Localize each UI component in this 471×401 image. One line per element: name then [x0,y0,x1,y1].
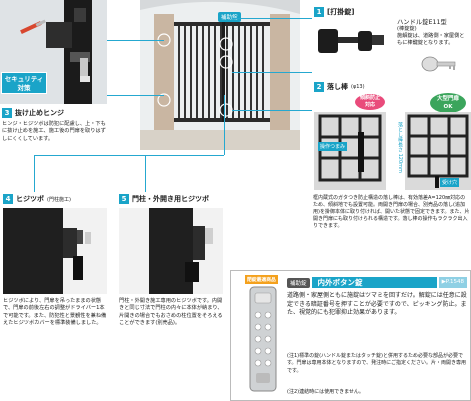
badge-anti-tilt-line1: 傾斜防止 [359,95,380,101]
hinge-pocket-illustration [3,208,107,294]
push-button-panel: 閉錠最適商品 補助錠 内外ボタン錠 ▶P.1548 道路側・家屋側ともに施錠はツ… [230,270,471,401]
section1-lock-name: ハンドル錠E11型 [397,19,447,26]
section1-desc: 施解錠は、道路側・家屋側ともに棒鍵錠となります。 [397,33,465,47]
push-button-aux-label: 補助錠 [287,277,310,288]
push-button-header: 補助錠 内外ボタン錠 ▶P.1548 [287,277,467,288]
label-hole: 受け穴 [440,178,460,187]
section1-title: [打掛錠] [327,8,355,16]
section4-number: 4 [3,194,13,204]
security-badge: セキュリティ 対策 [1,72,47,94]
section2-title: 落し棒 [327,83,348,91]
section5-number: 5 [119,194,129,204]
push-button-tag: 閉錠最適商品 [245,275,278,284]
security-badge-line1: セキュリティ [4,75,44,83]
badge-anti-tilt-line2: 対応 [364,102,375,108]
section3-title: 抜け止めヒンジ [15,109,64,117]
label-length: 落とし棒長さ 120mm [397,122,403,173]
push-button-note1: (注1)標準の錠(ハンドル錠またはタッチ錠)と併用するため必要な部品が必要です。… [287,353,467,374]
drop-bar-photo-left [314,112,386,190]
section1-lock-sub: (棒錠錠) [397,26,417,32]
drop-bar-illustration-left [314,112,386,190]
badge-large-gate: 大型門扉 OK [430,93,466,113]
section5-desc: 門柱・外開き施工専用のヒジツボです。内開きと同じ寸法で門柱の内々に本体が納まり、… [119,298,223,327]
section1-number: 1 [314,7,324,17]
drop-bar-illustration-right [405,112,471,190]
handle-lock-icon [318,29,384,53]
section2-number: 2 [314,82,324,92]
drop-bar-photo-right [405,112,471,190]
push-button-desc: 道路側・家屋側ともに施錠はツマミを回すだけ。解錠には任意に設定できる暗証番号を押… [287,292,467,317]
connector-line [34,155,224,156]
connector-line [232,18,312,19]
section4-header: 4 ヒジツボ (門柱施工) [3,194,71,204]
push-button-title: 内外ボタン錠 [311,277,437,288]
connector-line [145,155,146,192]
connector-line [107,95,164,96]
key-image [421,55,457,73]
section5-title: 門柱・外開き用ヒジツボ [132,195,209,203]
section1-header: 1 [打掛錠] [314,7,354,17]
badge-large-gate-line2: OK [443,104,453,110]
section4-desc: ヒジツボにより、門扉を吊ったままの状態で、門扉の前後左右の調整がドライバー1本で… [3,298,107,327]
keypad-image [246,285,280,395]
label-grip: 操作つまみ [318,142,348,151]
badge-anti-tilt: 傾斜防止 対応 [355,94,385,110]
keypad-icon [249,286,277,392]
section3-header: 3 抜け止めヒンジ [2,108,64,118]
section3-number: 3 [2,108,12,118]
gate-scene [140,0,300,150]
section4-title: ヒジツボ [16,195,44,203]
push-button-note2: (注2)連結時には使用できません。 [287,389,364,395]
hinge-pocket-photo [3,208,107,294]
section5-header: 5 門柱・外開き用ヒジツボ [119,194,209,204]
connector-line [107,40,164,41]
section4-title-sub: (門柱施工) [47,196,71,203]
post-hinge-photo [119,208,223,294]
key-icon [421,56,456,72]
hinge-photo [0,0,107,104]
connector-line [232,110,312,111]
handle-lock-image [314,21,394,61]
section3-desc: ヒンジ・ヒジツボは防犯に配慮し、上・下もに抜け止めを施工、施工後の門扉を取りはず… [2,121,106,142]
section2-title-sub: (φ13) [351,84,365,90]
post-hinge-illustration [119,208,223,294]
section2-header: 2 落し棒 (φ13) [314,82,365,92]
gate-aux-label: 補助錠 [218,12,241,22]
push-button-page-ref[interactable]: ▶P.1548 [438,277,467,288]
section2-desc: 框内蔵式のガタつき防止構造の落し棒は、有効落差A=120㎜対応のため、傾斜地でも… [313,195,470,229]
connector-line [34,155,35,192]
security-badge-line2: 対策 [17,84,31,92]
connector-line [224,95,225,155]
connector-line [232,72,312,73]
gate-illustration [140,0,300,150]
badge-large-gate-line1: 大型門扉 [436,96,459,102]
